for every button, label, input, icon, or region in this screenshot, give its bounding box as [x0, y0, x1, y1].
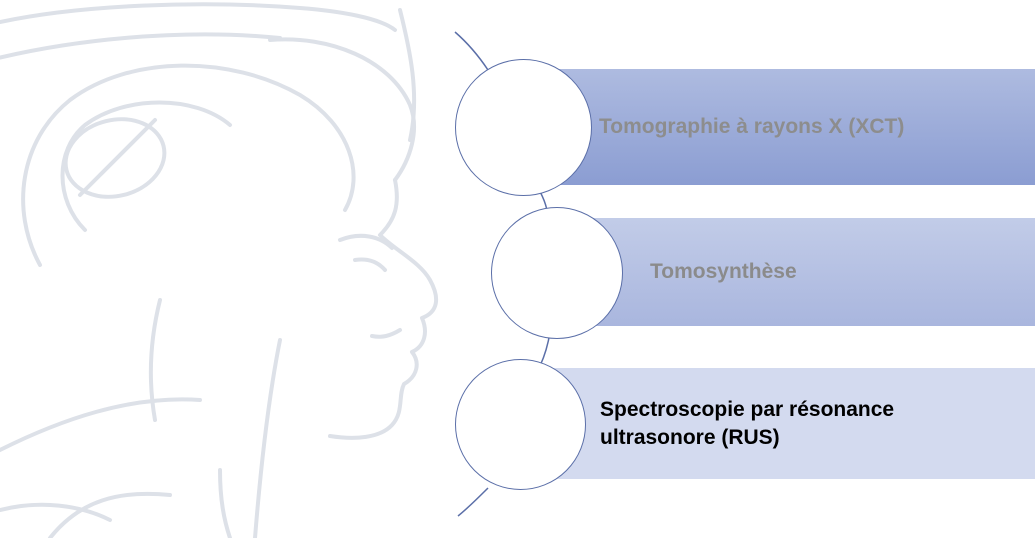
step-label-rus: Spectroscopie par résonance ultrasonore …	[600, 396, 894, 451]
step-circle-tomosynthese	[491, 207, 623, 339]
step-bar-rus: Spectroscopie par résonance ultrasonore …	[528, 368, 1035, 479]
step-circle-rus	[455, 359, 586, 490]
step-bar-tomosynthese: Tomosynthèse	[560, 218, 1035, 326]
step-label-tomosynthese: Tomosynthèse	[650, 258, 797, 285]
step-label-rus-line1: Spectroscopie par résonance	[600, 396, 894, 423]
step-circle-xct	[455, 59, 592, 196]
step-label-rus-line2: ultrasonore (RUS)	[600, 424, 894, 451]
step-bar-xct: Tomographie à rayons X (XCT)	[520, 69, 1035, 185]
step-label-xct: Tomographie à rayons X (XCT)	[599, 113, 904, 140]
